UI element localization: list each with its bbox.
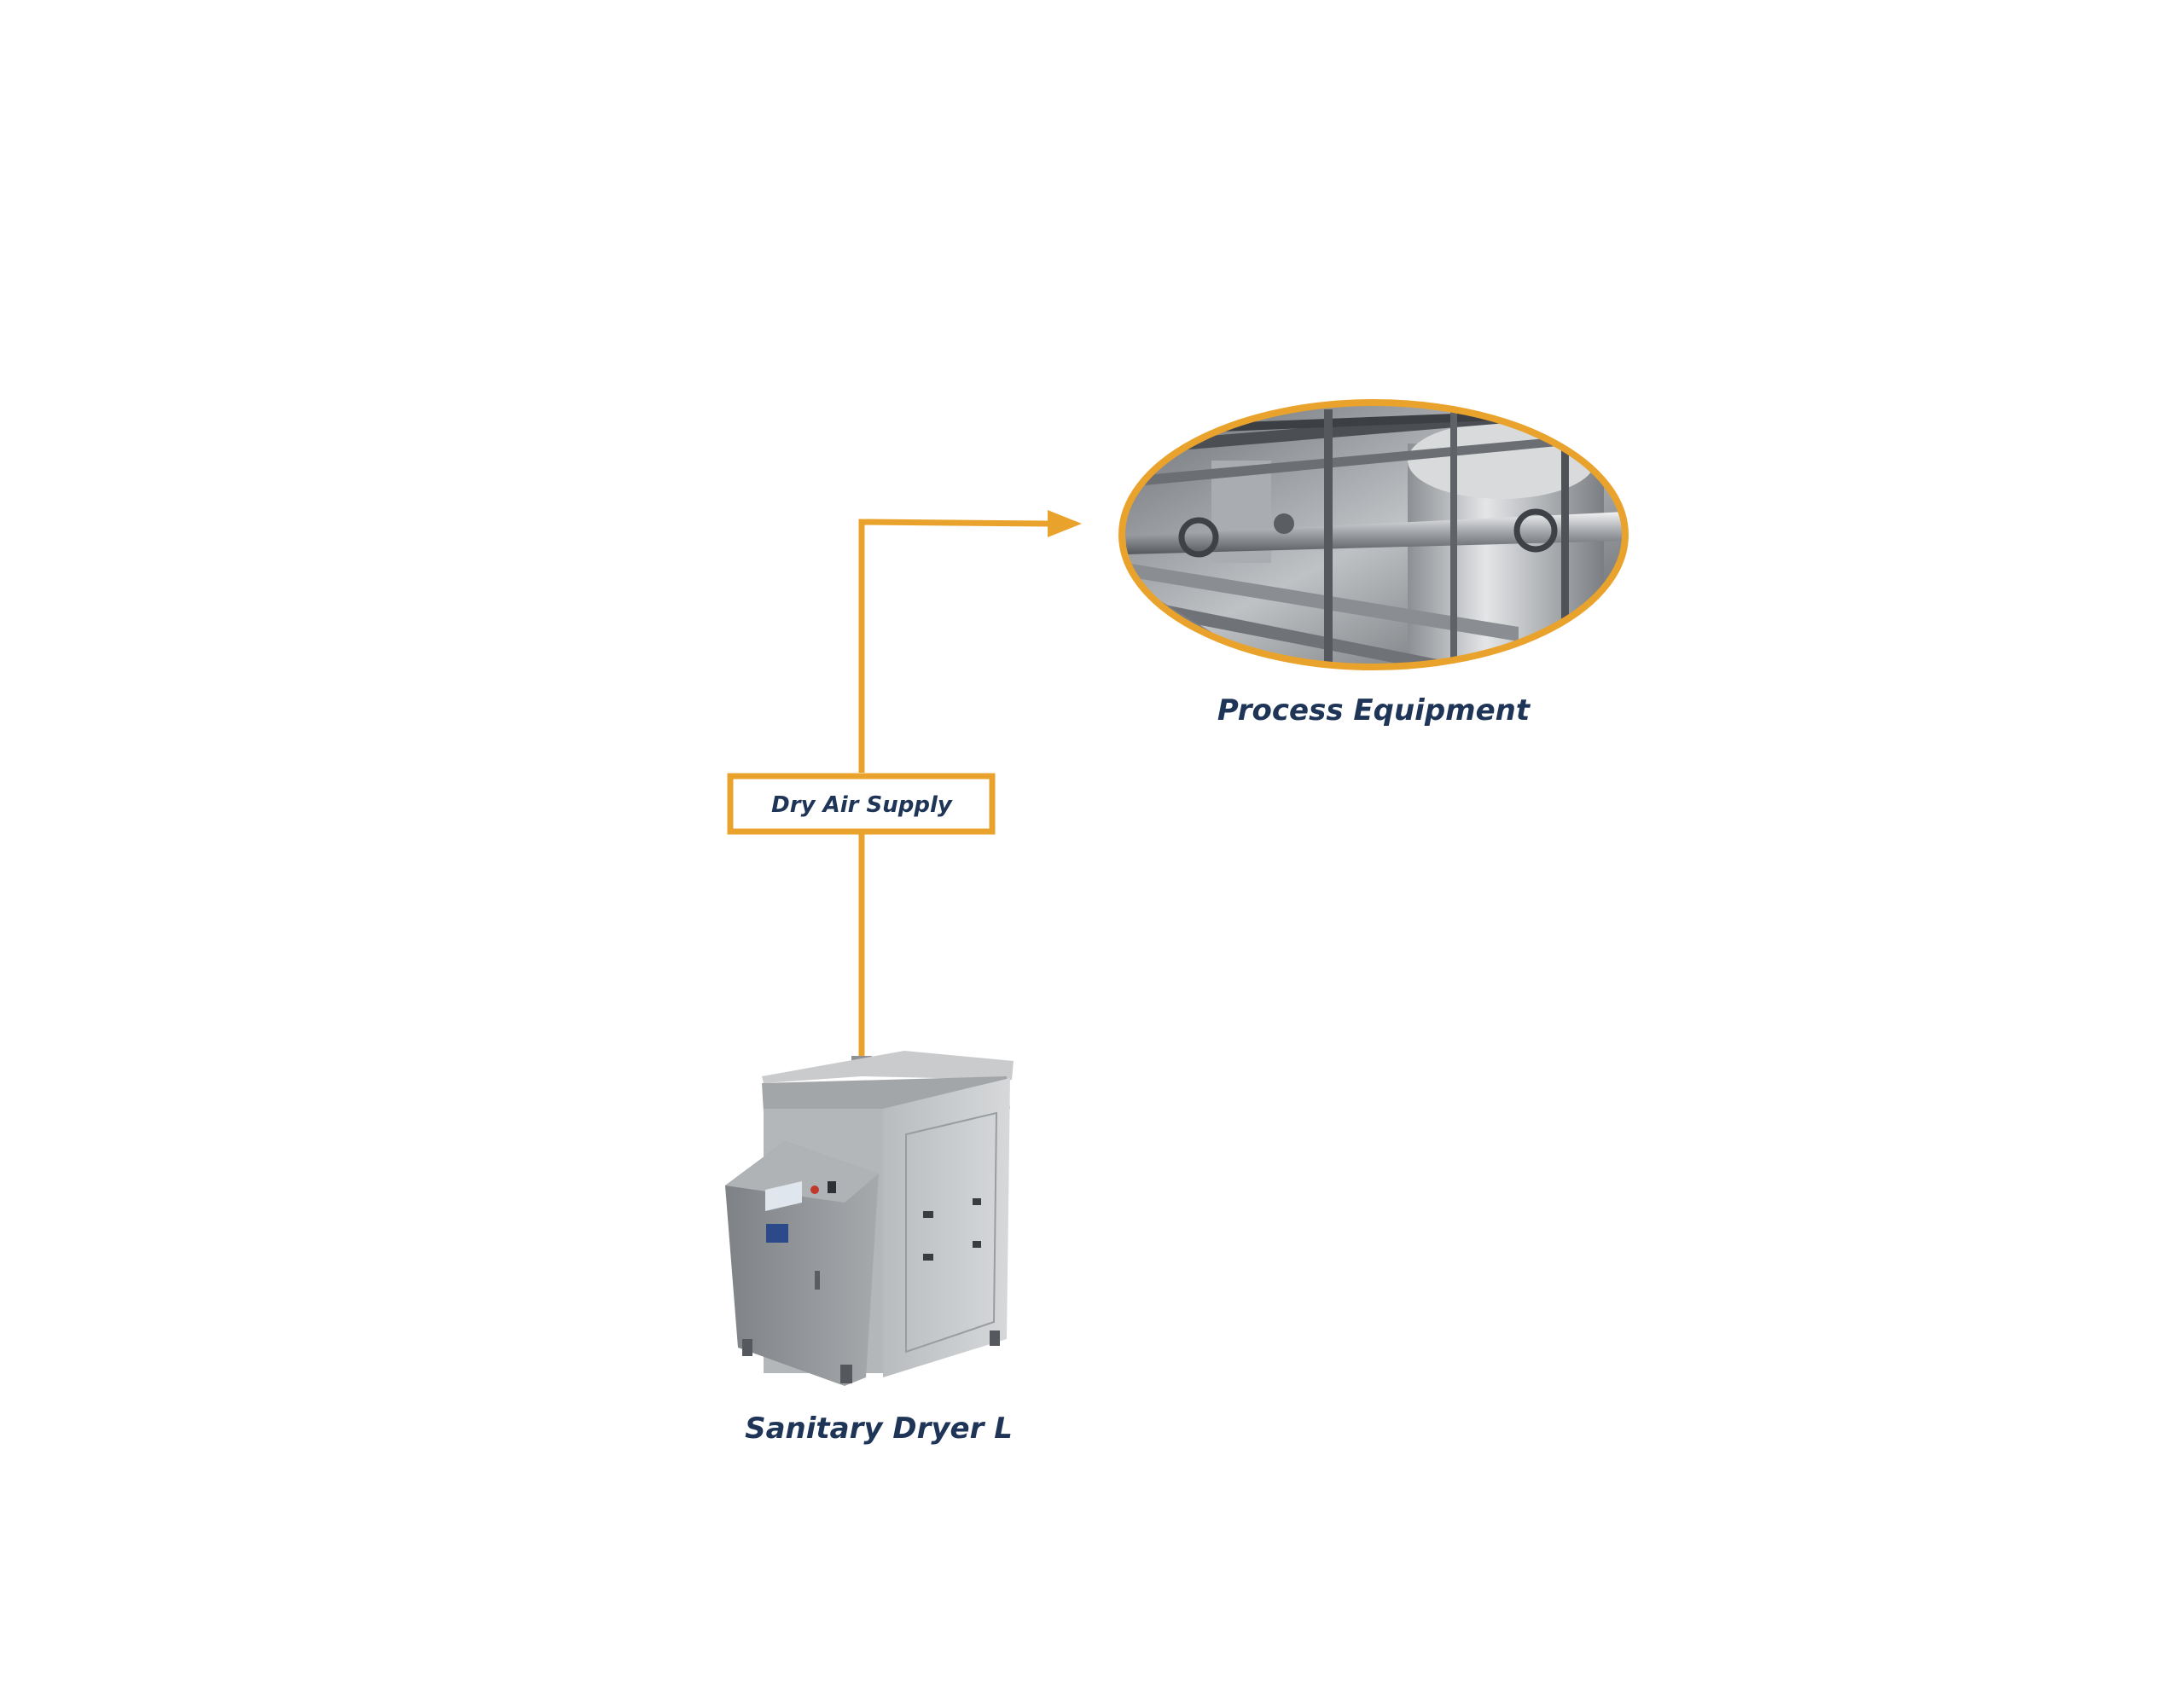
- process-equipment-frame: [1118, 399, 1629, 670]
- sanitary-dryer-label: Sanitary Dryer L: [745, 1412, 1013, 1446]
- connector-lines: [858, 519, 1048, 1056]
- dry-air-supply-label: Dry Air Supply: [771, 792, 953, 818]
- sanitary-dryer-machine: [725, 1051, 1014, 1386]
- process-equipment-photo: [1118, 399, 1629, 670]
- process-equipment-label: Process Equipment: [1217, 693, 1531, 728]
- arrowhead: [1048, 510, 1082, 537]
- supply-line-upper: [858, 519, 1048, 773]
- dry-air-supply-box: Dry Air Supply: [727, 773, 996, 835]
